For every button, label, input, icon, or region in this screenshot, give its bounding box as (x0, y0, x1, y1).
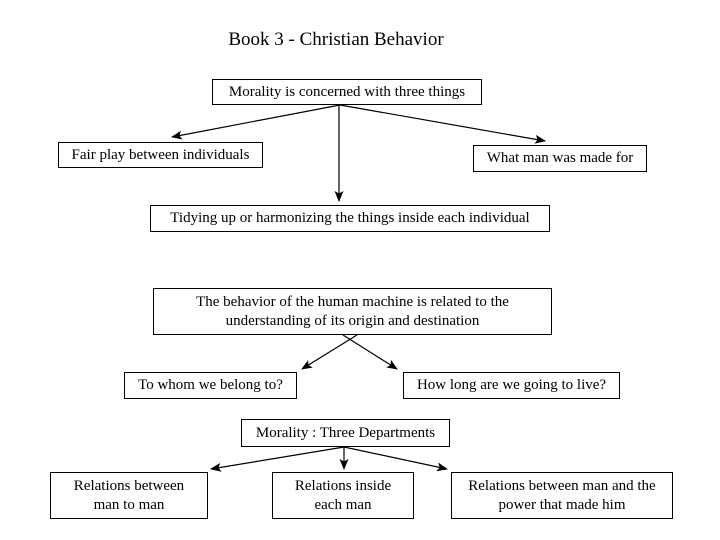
node-behavior-machine: The behavior of the human machine is rel… (153, 288, 552, 335)
node-fair-play: Fair play between individuals (58, 142, 263, 168)
node-how-long: How long are we going to live? (403, 372, 620, 399)
node-rel-power-line2: power that made him (498, 496, 626, 513)
node-fair-play-label: Fair play between individuals (71, 146, 250, 163)
node-three-departments: Morality : Three Departments (241, 419, 450, 447)
slide-title: Book 3 - Christian Behavior (228, 29, 444, 50)
node-tidying: Tidying up or harmonizing the things ins… (150, 205, 550, 232)
edge-behavior-to-howlong (342, 334, 398, 370)
node-three-departments-label: Morality : Three Departments (255, 424, 436, 441)
node-morality-concern-label: Morality is concerned with three things (228, 83, 466, 100)
node-behavior-machine-line2: understanding of its origin and destinat… (225, 312, 480, 329)
node-behavior-machine-line1: The behavior of the human machine is rel… (196, 293, 509, 310)
edge-departments-to-manman (210, 446, 345, 472)
node-what-man-label: What man was made for (486, 150, 634, 166)
node-rel-man-man-line2: man to man (93, 496, 165, 513)
node-rel-inside-line1: Relations inside (294, 477, 392, 494)
edge-behavior-to-towhom (301, 334, 358, 370)
node-rel-man-man: Relations between man to man (50, 472, 208, 519)
node-how-long-label: How long are we going to live? (416, 377, 607, 393)
node-rel-inside: Relations inside each man (272, 472, 414, 519)
node-rel-man-man-line1: Relations between (73, 477, 185, 494)
edge-concern-to-fairplay (171, 104, 341, 140)
node-rel-inside-line2: each man (314, 496, 372, 513)
edge-concern-to-whatman (339, 104, 546, 144)
node-rel-power-line1: Relations between man and the (468, 477, 656, 494)
node-morality-concern: Morality is concerned with three things (212, 79, 482, 105)
node-rel-power: Relations between man and the power that… (451, 472, 673, 519)
node-tidying-label: Tidying up or harmonizing the things ins… (170, 210, 530, 226)
edge-departments-to-power (343, 446, 448, 472)
node-what-man: What man was made for (473, 145, 647, 172)
node-to-whom: To whom we belong to? (124, 372, 297, 399)
node-to-whom-label: To whom we belong to? (138, 377, 283, 393)
